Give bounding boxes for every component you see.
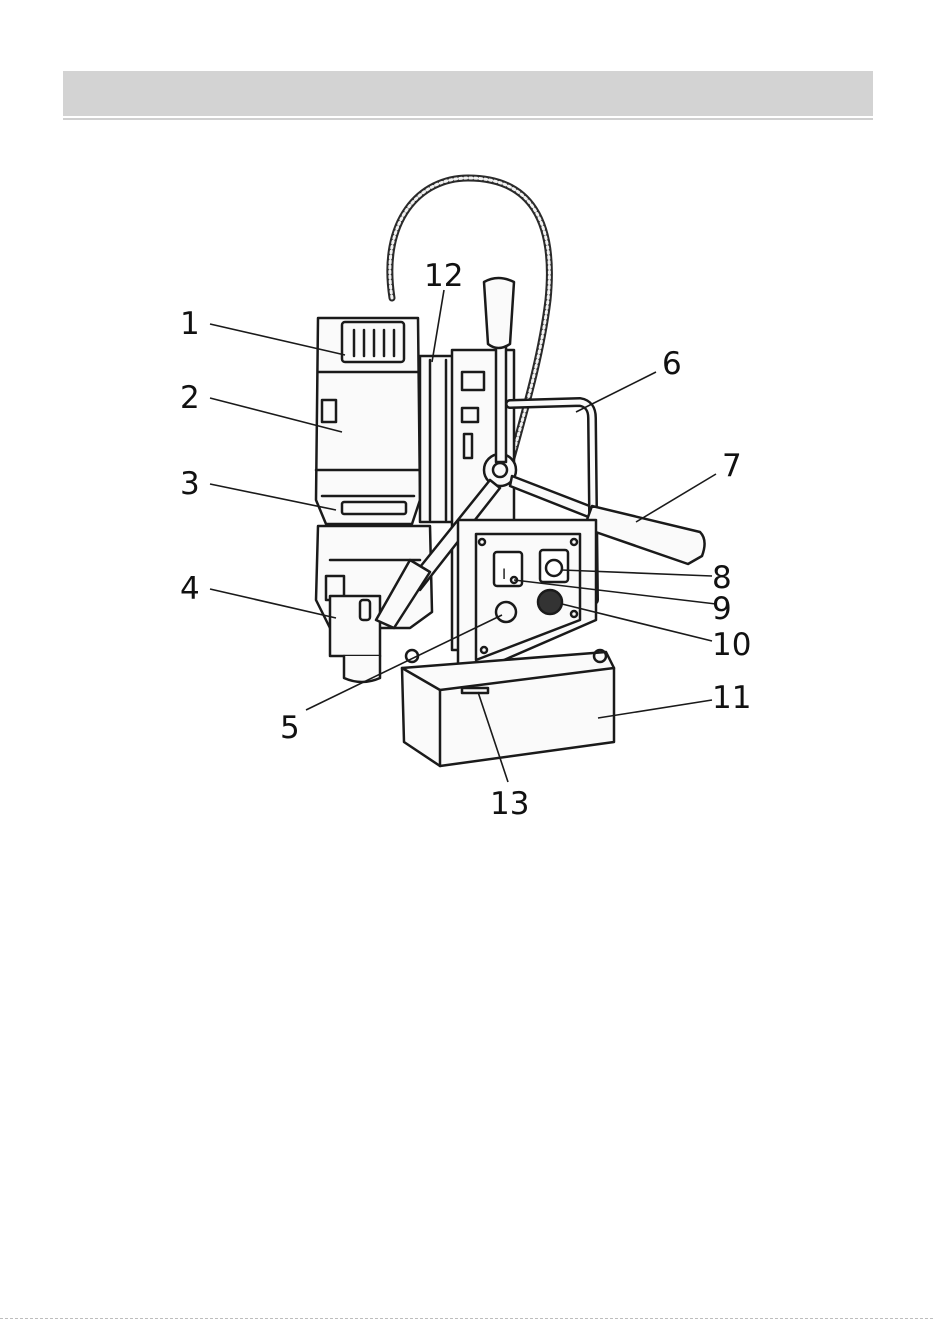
on-switch-mark: I	[502, 567, 506, 583]
callout-9: 9	[712, 591, 732, 627]
capstan-grip	[584, 506, 705, 564]
callout-5: 5	[280, 710, 300, 746]
callout-2: 2	[180, 380, 200, 416]
callout-12: 12	[424, 258, 463, 294]
callout-4: 4	[180, 571, 200, 607]
motor-housing	[316, 318, 420, 524]
callout-7: 7	[722, 448, 742, 484]
callout-13: 13	[490, 786, 529, 822]
page-bottom-rule	[0, 1318, 933, 1319]
leader-line-6	[576, 372, 656, 412]
leader-line-7	[636, 474, 716, 522]
callout-10: 10	[712, 627, 751, 663]
leader-line-12	[432, 290, 444, 362]
spindle	[330, 596, 380, 682]
callout-11: 11	[712, 680, 751, 716]
callout-3: 3	[180, 466, 200, 502]
callout-1: 1	[180, 306, 200, 342]
callout-6: 6	[662, 346, 682, 382]
magnetic-base	[402, 650, 614, 766]
